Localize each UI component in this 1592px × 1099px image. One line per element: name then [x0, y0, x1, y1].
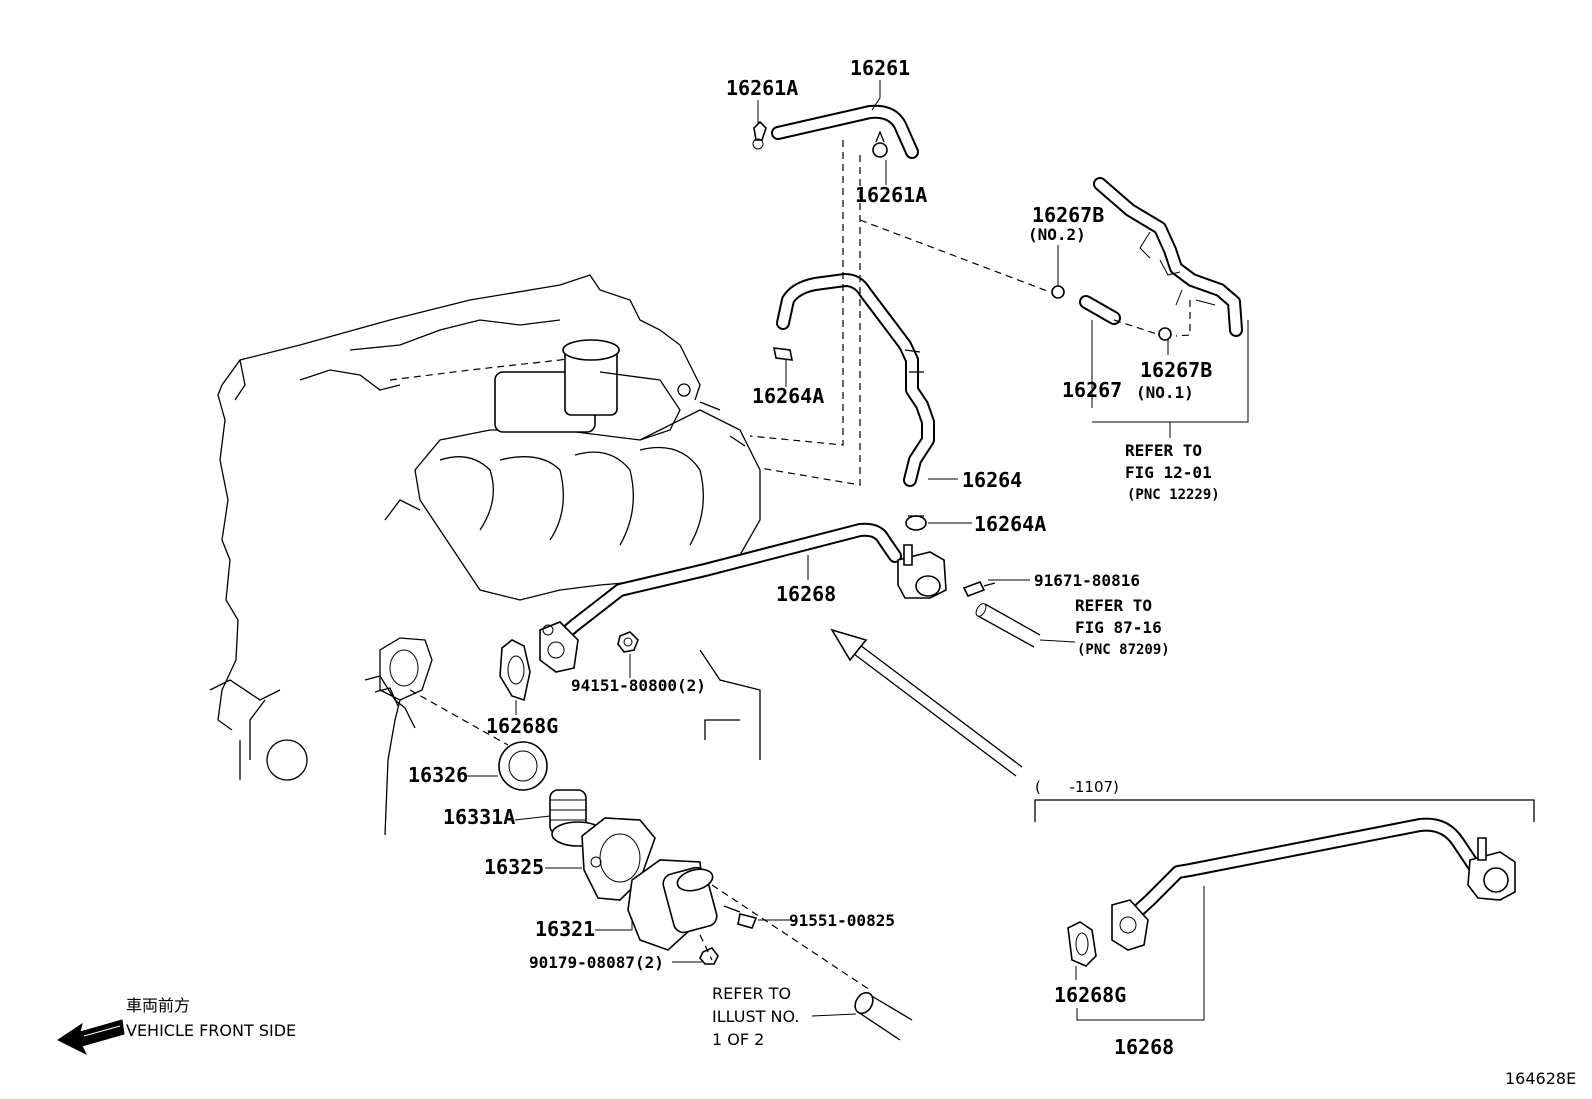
label-16267B-no1: 16267B [1140, 358, 1212, 382]
label-16268: 16268 [776, 582, 836, 606]
dashed-guides [409, 140, 1191, 991]
label-16325: 16325 [484, 855, 544, 879]
ref-illust-line1: REFER TO [712, 984, 791, 1003]
block-water-port [364, 637, 433, 729]
figure-id: 164628E [1505, 1069, 1576, 1088]
label-16264A-upper: 16264A [752, 384, 824, 408]
part-16264-hose [772, 273, 935, 531]
front-arrow-icon [57, 1019, 125, 1056]
ref-fig8716-line2: FIG 87-16 [1075, 618, 1162, 637]
part-16268-pipe [539, 522, 1041, 673]
label-16264: 16264 [962, 468, 1022, 492]
label-inset-16268G: 16268G [1054, 983, 1126, 1007]
ref-fig8716-line1: REFER TO [1075, 596, 1152, 615]
label-16264A-lower: 16264A [974, 512, 1046, 536]
ref-illust-line3: 1 OF 2 [712, 1030, 764, 1049]
label-91551: 91551-00825 [789, 911, 895, 930]
engine-block [209, 274, 761, 836]
label-16261A-top: 16261A [726, 76, 798, 100]
ref-fig8716-line3: (PNC 87209) [1077, 642, 1170, 658]
leader-lines [465, 80, 1249, 1017]
part-16268G-gasket [499, 639, 531, 702]
label-16267: 16267 [1062, 378, 1122, 402]
note-no1: (NO.1) [1136, 383, 1194, 402]
inset-range-label: ( -1107) [1035, 778, 1119, 796]
front-label-jp: 車両前方 [126, 996, 190, 1015]
note-no2: (NO.2) [1028, 225, 1086, 244]
ref-fig1201-line2: FIG 12-01 [1125, 463, 1212, 482]
ref-fig1201-line1: REFER TO [1125, 441, 1202, 460]
label-16267B-no2: 16267B [1032, 203, 1104, 227]
label-16321: 16321 [535, 917, 595, 941]
label-16331A: 16331A [443, 805, 515, 829]
label-94151: 94151-80800(2) [571, 676, 706, 695]
label-16326: 16326 [408, 763, 468, 787]
front-direction-indicator: 車両前方 VEHICLE FRONT SIDE [57, 996, 296, 1056]
label-91671: 91671-80816 [1034, 571, 1140, 590]
reference-notes: REFER TO FIG 12-01 (PNC 12229) REFER TO … [712, 441, 1220, 1049]
part-16321-inlet [627, 859, 913, 1041]
intake-manifold [384, 339, 761, 601]
inset-variant [1034, 799, 1535, 1021]
part-labels: 16261 16261A 16261A 16267B (NO.2) 16267B… [408, 56, 1212, 1059]
label-16268G: 16268G [486, 714, 558, 738]
part-16326-ring [498, 741, 548, 791]
label-16261: 16261 [850, 56, 910, 80]
label-16261A-bottom: 16261A [855, 183, 927, 207]
inset-pointer-arrow [830, 628, 1023, 777]
label-90179: 90179-08087(2) [529, 953, 664, 972]
label-inset-16268: 16268 [1114, 1035, 1174, 1059]
ref-fig1201-line3: (PNC 12229) [1127, 487, 1220, 503]
part-16261-hose [752, 104, 919, 159]
part-16267-assembly [1051, 177, 1243, 341]
front-label-en: VEHICLE FRONT SIDE [126, 1021, 296, 1040]
ref-illust-line2: ILLUST NO. [712, 1007, 799, 1026]
